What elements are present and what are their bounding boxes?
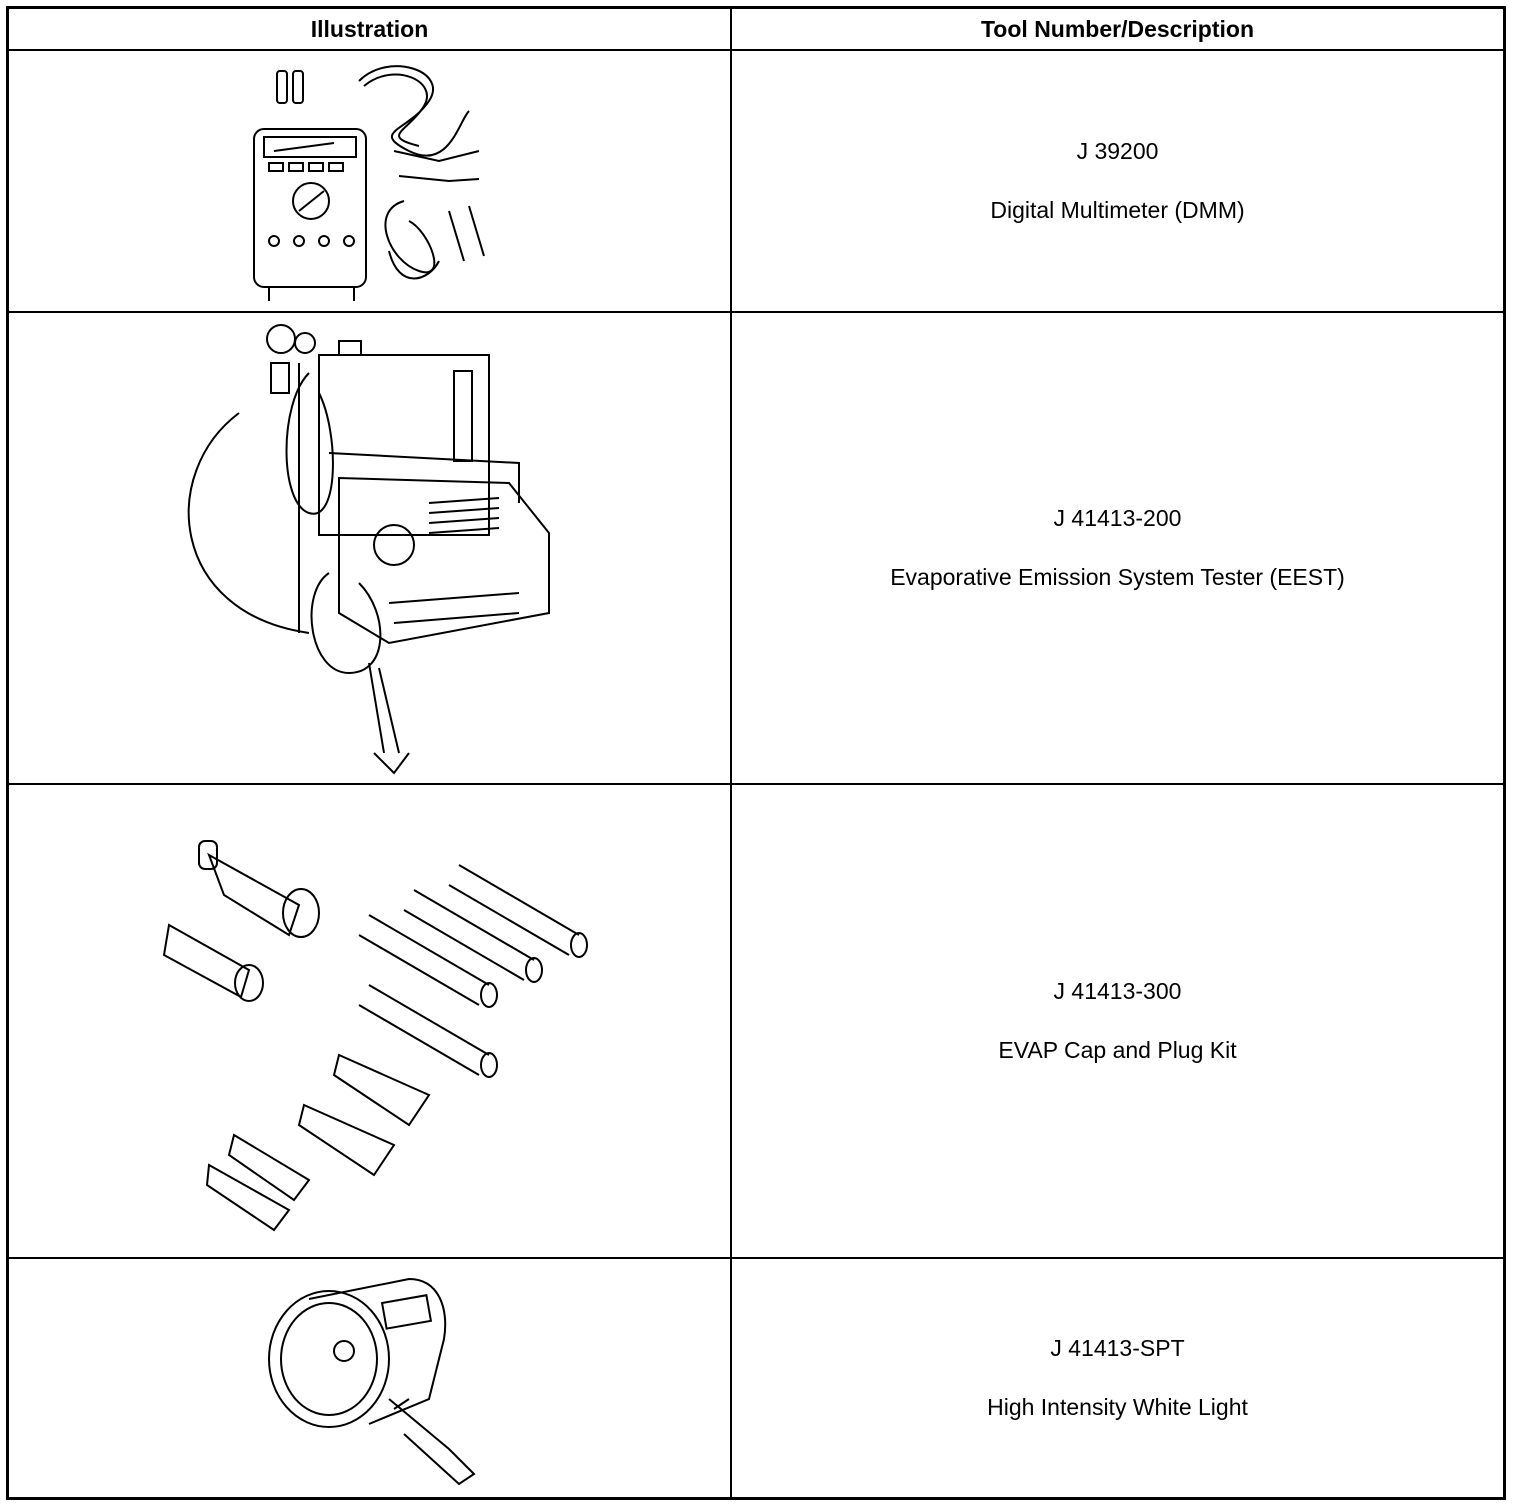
tool-description-cell: J 41413-SPT High Intensity White Light: [732, 1259, 1503, 1497]
row-divider: [9, 1257, 1503, 1259]
tool-description: EVAP Cap and Plug Kit: [998, 1037, 1237, 1063]
tool-description-cell: J 41413-200 Evaporative Emission System …: [732, 313, 1503, 783]
illustration-cell: [9, 51, 730, 311]
illustration-cell: [9, 1259, 730, 1497]
tools-table: Illustration Tool Number/Description: [6, 6, 1506, 1500]
illustration-cell: [9, 313, 730, 783]
emission-tester-icon: [9, 313, 730, 783]
table-row: J 39200 Digital Multimeter (DMM): [9, 51, 1503, 311]
header-tool-description: Tool Number/Description: [980, 15, 1255, 42]
illustration-cell: [9, 785, 730, 1257]
tool-description-cell: J 39200 Digital Multimeter (DMM): [732, 51, 1503, 311]
tool-description: Digital Multimeter (DMM): [990, 197, 1245, 223]
tool-description: High Intensity White Light: [987, 1394, 1248, 1420]
tool-description-cell: J 41413-300 EVAP Cap and Plug Kit: [732, 785, 1503, 1257]
header-illustration: Illustration: [310, 15, 429, 42]
cap-plug-kit-icon: [9, 785, 730, 1257]
tool-number: J 41413-SPT: [1050, 1335, 1185, 1361]
table-row: J 41413-300 EVAP Cap and Plug Kit: [9, 785, 1503, 1257]
white-light-icon: [9, 1259, 730, 1497]
tool-number: J 39200: [1076, 138, 1159, 164]
row-divider: [9, 311, 1503, 313]
tool-number: J 41413-200: [1053, 505, 1182, 531]
header-divider: [9, 49, 1503, 51]
row-divider: [9, 783, 1503, 785]
table-row: J 41413-SPT High Intensity White Light: [9, 1259, 1503, 1497]
tool-number: J 41413-300: [1053, 978, 1182, 1004]
column-divider: [730, 9, 732, 1497]
table-row: J 41413-200 Evaporative Emission System …: [9, 313, 1503, 783]
digital-multimeter-icon: [9, 51, 730, 311]
tool-description: Evaporative Emission System Tester (EEST…: [890, 564, 1345, 590]
